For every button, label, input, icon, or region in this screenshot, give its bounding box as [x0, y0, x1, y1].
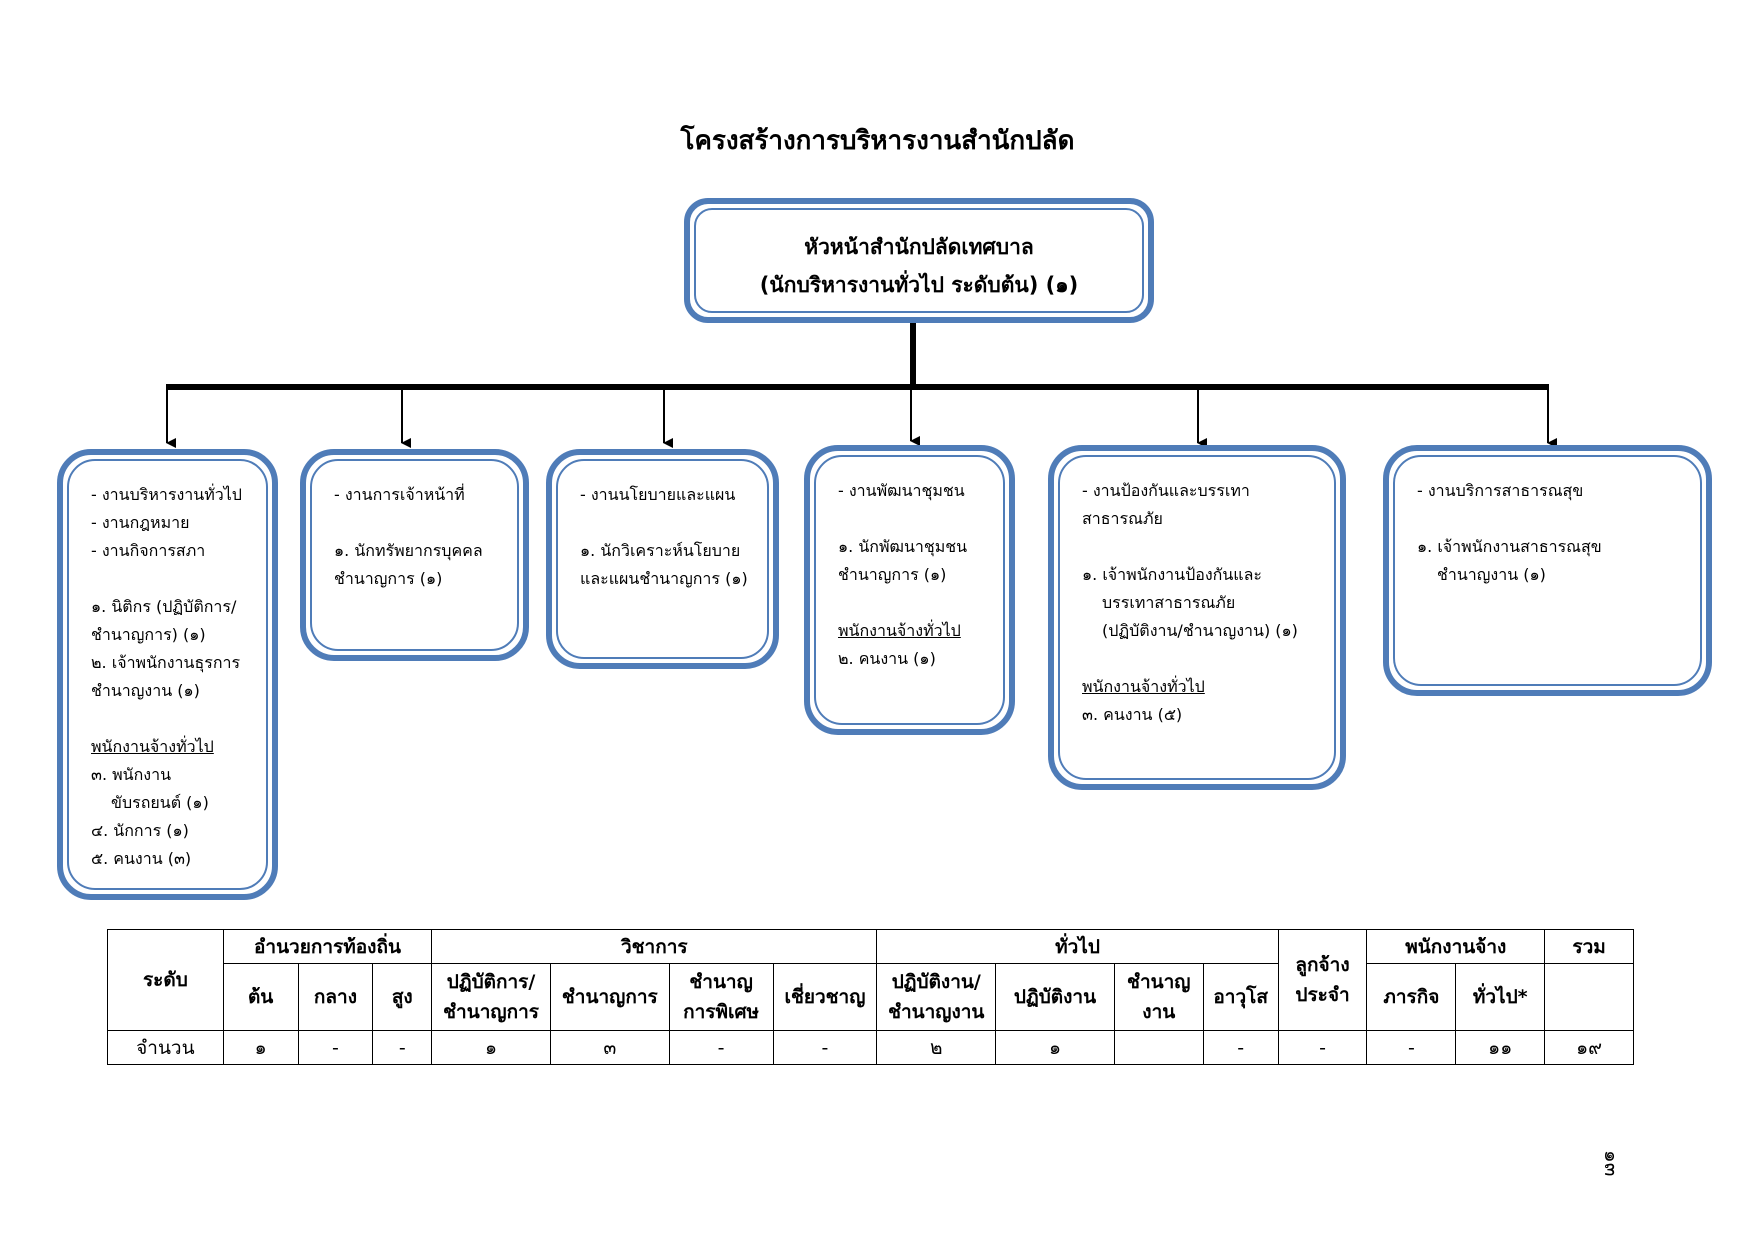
subheader: ทั่วไป*: [1455, 963, 1546, 1031]
position-line: (ปฏิบัติงาน/ชำนาญงาน) (๑): [1102, 621, 1298, 640]
position-line: และแผนชำนาญการ (๑): [580, 569, 748, 588]
position-line: ๕. คนงาน (๓): [91, 849, 192, 868]
table-cell: ๑: [222, 1030, 299, 1065]
position-line: ๒. เจ้าพนักงานธุรการ: [91, 653, 241, 672]
unit-task-heading: - งานนโยบายและแผน: [580, 485, 736, 504]
group-header: อำนวยการท้องถิ่น: [222, 929, 433, 964]
subheader: ชำนาญ การพิเศษ: [668, 963, 774, 1031]
position-line: บรรเทาสาธารณภัย: [1102, 593, 1236, 612]
subheader: เชี่ยวชาญ: [772, 963, 878, 1031]
table-cell: -: [1366, 1030, 1457, 1065]
staff-summary-table: ระดับ อำนวยการท้องถิ่น วิชาการ ทั่วไป ลู…: [107, 929, 1634, 1065]
header-level: ระดับ: [107, 929, 224, 1031]
table-cell: ๑๑: [1455, 1030, 1546, 1065]
unit-box-policy-plan: - งานนโยบายและแผน๑. นักวิเคราะห์นโยบายแล…: [546, 449, 779, 669]
unit-task-heading: สาธารณภัย: [1082, 509, 1163, 528]
group-header: รวม: [1544, 929, 1634, 964]
head-subtitle: (นักบริหารงานทั่วไป ระดับต้น) (๑): [759, 273, 1079, 297]
subheader: กลาง: [297, 963, 374, 1031]
position-line: ชำนาญการ) (๑): [91, 625, 206, 644]
subheader: ปฏิบัติงาน: [995, 963, 1115, 1031]
table-cell: -: [1277, 1030, 1368, 1065]
head-position-box: หัวหน้าสำนักปลัดเทศบาล (นักบริหารงานทั่ว…: [684, 198, 1154, 323]
page-title: โครงสร้างการบริหารงานสำนักปลัด: [680, 126, 1075, 156]
group-header: ลูกจ้าง ประจำ: [1277, 929, 1368, 1031]
position-line: ๓. คนงาน (๕): [1082, 705, 1183, 724]
subheader: ปฏิบัติงาน/ ชำนาญงาน: [876, 963, 997, 1031]
unit-box-public-health: - งานบริการสาธารณสุข๑. เจ้าพนักงานสาธารณ…: [1383, 445, 1712, 696]
table-cell: -: [297, 1030, 374, 1065]
unit-box-disaster-prevention: - งานป้องกันและบรรเทาสาธารณภัย๑. เจ้าพนั…: [1048, 445, 1346, 790]
position-line: ชำนาญการ (๑): [334, 569, 443, 588]
group-header: วิชาการ: [431, 929, 878, 964]
position-line: ขับรถยนต์ (๑): [111, 793, 209, 812]
position-line: ๑. นักทรัพยากรบุคคล: [334, 541, 483, 560]
subheader: ชำนาญการ: [549, 963, 670, 1031]
unit-task-heading: - งานป้องกันและบรรเทา: [1082, 481, 1250, 500]
row-label-count: จำนวน: [107, 1030, 224, 1065]
unit-box-community-development: - งานพัฒนาชุมชน๑. นักพัฒนาชุมชนชำนาญการ …: [804, 445, 1015, 735]
unit-task-heading: - งานกฎหมาย: [91, 513, 190, 532]
subheader: สูง: [372, 963, 433, 1031]
position-line: ๑. เจ้าพนักงานสาธารณสุข: [1417, 537, 1602, 556]
unit-content: - งานการเจ้าหน้าที่๑. นักทรัพยากรบุคคลชำ…: [334, 481, 513, 593]
spacer: [1082, 645, 1330, 673]
position-line: ๑. นักพัฒนาชุมชน: [838, 537, 968, 556]
unit-task-heading: - งานบริหารงานทั่วไป: [91, 485, 242, 504]
group-header: พนักงานจ้าง: [1366, 929, 1546, 964]
table-cell: ๒: [876, 1030, 997, 1065]
spacer: [1082, 533, 1330, 561]
group-header: ทั่วไป: [876, 929, 1279, 964]
subheader-blank: [1544, 963, 1634, 1031]
staff-category-heading: พนักงานจ้างทั่วไป: [838, 621, 961, 640]
position-line: ๑. เจ้าพนักงานป้องกันและ: [1082, 565, 1262, 584]
page-number: ๑๓: [1600, 1150, 1624, 1177]
subheader: ต้น: [222, 963, 299, 1031]
spacer: [580, 509, 763, 537]
unit-task-heading: - งานการเจ้าหน้าที่: [334, 485, 465, 504]
spacer: [1417, 505, 1696, 533]
unit-task-heading: - งานบริการสาธารณสุข: [1417, 481, 1584, 500]
position-line: ชำนาญงาน (๑): [91, 681, 200, 700]
table-cell: -: [1202, 1030, 1279, 1065]
unit-content: - งานนโยบายและแผน๑. นักวิเคราะห์นโยบายแล…: [580, 481, 763, 593]
unit-task-heading: - งานพัฒนาชุมชน: [838, 481, 965, 500]
table-cell: ๑๙: [1544, 1030, 1634, 1065]
table-cell: -: [772, 1030, 878, 1065]
unit-content: - งานบริการสาธารณสุข๑. เจ้าพนักงานสาธารณ…: [1417, 477, 1696, 589]
subheader: อาวุโส: [1202, 963, 1279, 1031]
table-cell: [1113, 1030, 1204, 1065]
table-cell: -: [372, 1030, 433, 1065]
head-title: หัวหน้าสำนักปลัดเทศบาล: [804, 235, 1034, 259]
position-line: ๒. คนงาน (๑): [838, 649, 936, 668]
subheader: ชำนาญ งาน: [1113, 963, 1204, 1031]
table-cell: ๑: [431, 1030, 551, 1065]
spacer: [334, 509, 513, 537]
subheader: ภารกิจ: [1366, 963, 1457, 1031]
spacer: [91, 565, 262, 593]
unit-content: - งานบริหารงานทั่วไป - งานกฎหมาย - งานกิจก…: [91, 481, 262, 873]
unit-content: - งานพัฒนาชุมชน๑. นักพัฒนาชุมชนชำนาญการ …: [838, 477, 999, 673]
staff-category-heading: พนักงานจ้างทั่วไป: [91, 737, 214, 756]
unit-box-personnel: - งานการเจ้าหน้าที่๑. นักทรัพยากรบุคคลชำ…: [300, 449, 529, 661]
position-line: ๓. พนักงาน: [91, 765, 172, 784]
spacer: [838, 505, 999, 533]
staff-category-heading: พนักงานจ้างทั่วไป: [1082, 677, 1205, 696]
table-cell: ๑: [995, 1030, 1115, 1065]
unit-box-general-admin: - งานบริหารงานทั่วไป - งานกฎหมาย - งานกิจก…: [57, 449, 278, 900]
position-line: ชำนาญการ (๑): [838, 565, 947, 584]
position-line: ชำนาญงาน (๑): [1437, 565, 1546, 584]
spacer: [91, 705, 262, 733]
subheader: ปฏิบัติการ/ ชำนาญการ: [431, 963, 551, 1031]
position-line: ๔. นักการ (๑): [91, 821, 189, 840]
unit-content: - งานป้องกันและบรรเทาสาธารณภัย๑. เจ้าพนั…: [1082, 477, 1330, 729]
spacer: [838, 589, 999, 617]
position-line: ๑. นักวิเคราะห์นโยบาย: [580, 541, 741, 560]
position-line: ๑. นิติกร (ปฏิบัติการ/: [91, 597, 237, 616]
unit-task-heading: - งานกิจการสภา: [91, 541, 206, 560]
table-cell: -: [668, 1030, 774, 1065]
table-cell: ๓: [549, 1030, 670, 1065]
